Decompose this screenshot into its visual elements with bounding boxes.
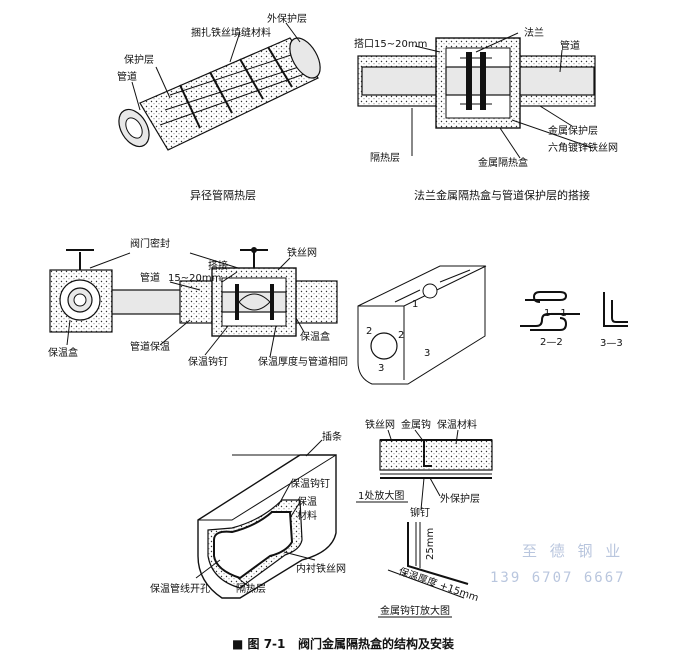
label-insul-nail: 保温钩钉 (188, 355, 228, 368)
label-thickness-same: 保温厚度与管道相同 (258, 355, 348, 368)
label-rivet: 铆钉 (410, 506, 430, 519)
label-inner-mesh: 内衬铁丝网 (296, 562, 346, 575)
label-detail-outer-protect: 外保护层 (440, 492, 480, 505)
label-metal-protect: 金属保护层 (548, 124, 598, 137)
label-box-nail: 保温钩钉 (290, 477, 330, 490)
mark-2a: 2 (366, 326, 372, 337)
label-hex-wire: 六角镀锌铁丝网 (548, 141, 618, 154)
flange-panel: 搭口15~20mm 法兰 管道 金属保护层 六角镀锌铁丝网 隔热层 金属隔热盒 … (354, 26, 618, 202)
box-section-panel: 1 2 2 3 3 (357, 265, 487, 385)
seam-1-1-shape (525, 291, 568, 303)
detail-panel: 铁丝网 金属钩 保温材料 1处放大图 外保护层 铆钉 25mm 保温厚度 +15… (356, 418, 493, 618)
tie-wire-bands (179, 46, 293, 129)
label-valve-pipe: 管道 (140, 271, 160, 284)
label-lap: 搭接 (208, 259, 228, 272)
reducer-panel: 捆扎铁丝填缝材料 外保护层 保护层 管道 异径管隔热层 (117, 12, 321, 202)
label-outer-protect: 外保护层 (267, 12, 307, 25)
seam-label-1-1: 1—1 (544, 308, 567, 319)
caption-reducer: 异径管隔热层 (190, 188, 256, 202)
label-thickness: 保温厚度 +15mm (397, 565, 480, 605)
flange-plate-right (480, 52, 486, 110)
label-metal-hook: 金属钩 (401, 418, 431, 431)
label-box-material: 材料 (297, 509, 317, 522)
label-keep-box-right: 保温盒 (300, 330, 330, 343)
figure-title: 阀门金属隔热盒的结构及安装 (298, 636, 454, 651)
label-wire-mesh: 铁丝网 (287, 246, 317, 259)
label-flange: 法兰 (524, 26, 544, 39)
box-pipe-opening (370, 332, 398, 360)
label-pipe-insulation: 管道保温 (130, 340, 170, 353)
seam-2-2-shape (530, 317, 568, 331)
label-flange-pipe: 管道 (560, 39, 580, 52)
label-nail-enlarged: 金属钩钉放大图 (380, 604, 450, 617)
label-detail-wire-mesh: 铁丝网 (365, 418, 395, 431)
label-tie-wire-fill: 捆扎铁丝填缝材料 (191, 26, 271, 39)
figure-number: ■ 图 7-1 (232, 637, 285, 651)
detail-insulation-layer (379, 439, 493, 471)
mark-2b: 2 (398, 330, 404, 341)
seam-label-3-3: 3—3 (600, 338, 623, 349)
label-box-insul: 保温 (297, 495, 317, 508)
insulated-box-panel: 插条 保温钩钉 保温 材料 内衬铁丝网 保温管线开孔 隔热层 (150, 430, 346, 599)
label-insul-material: 保温材料 (437, 418, 477, 431)
seams-panel: 1—1 2—2 3—3 (520, 291, 628, 349)
label-enlarged: 1处放大图 (358, 489, 404, 502)
label-lap-range: 15~20mm (168, 273, 221, 284)
seam-3-3-shape (603, 292, 628, 327)
caption-flange: 法兰金属隔热盒与管道保护层的搭接 (414, 188, 590, 202)
label-pipe: 管道 (117, 70, 137, 83)
mark-1: 1 (412, 299, 418, 310)
mark-3a: 3 (378, 363, 384, 374)
label-lap-15-20: 搭口15~20mm (354, 37, 427, 50)
label-insulation: 隔热层 (370, 151, 400, 164)
label-valve-seal: 阀门密封 (130, 237, 170, 250)
hook-nail-shape (407, 522, 469, 585)
mark-3b: 3 (424, 348, 430, 359)
flange-plate-left (466, 52, 472, 110)
label-opening: 保温管线开孔 (150, 582, 210, 595)
label-strip: 插条 (322, 430, 342, 443)
valve-panel: 阀门密封 铁丝网 搭接 管道 15~20mm 保温盒 管道保温 保温钩钉 保温厚… (48, 237, 348, 368)
metal-hook (423, 440, 432, 467)
label-protect: 保护层 (124, 53, 154, 66)
label-keep-box-left: 保温盒 (48, 346, 78, 359)
label-metal-box: 金属隔热盒 (478, 156, 528, 169)
label-dim-25: 25mm (425, 528, 436, 560)
seam-label-2-2: 2—2 (540, 337, 563, 348)
watermark-phone: 139 6707 6667 (490, 570, 626, 586)
watermark-brand: 至 德 钢 业 (522, 542, 624, 560)
label-layer: 隔热层 (236, 582, 266, 595)
